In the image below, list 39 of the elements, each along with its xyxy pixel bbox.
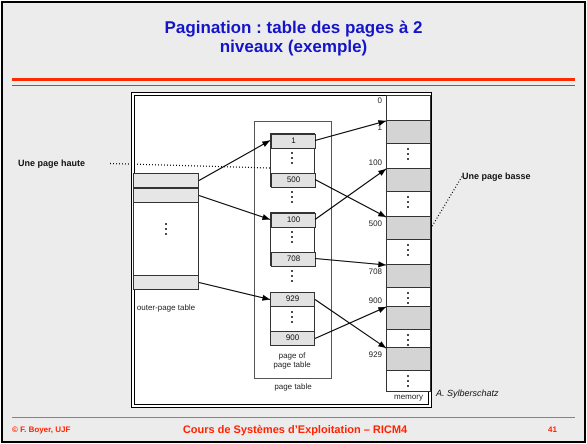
caption-text: outer-page table: [136, 302, 196, 314]
table-row: [133, 275, 199, 290]
address-label: 0: [376, 96, 382, 106]
address-label: 500: [368, 219, 382, 229]
slide-title: Pagination : table des pages à 2 niveaux (exemple): [164, 17, 424, 58]
entry-cell: 500: [271, 173, 316, 188]
entry-cell: 100: [271, 213, 316, 228]
leader-line: [430, 176, 463, 228]
address-label: 900: [368, 296, 382, 306]
arrow: [314, 306, 386, 339]
arrow: [314, 120, 386, 142]
arrow: [314, 168, 386, 220]
footer-author: © F. Boyer, UJF: [12, 425, 72, 436]
credit-text: A. Sylberschatz: [436, 388, 500, 400]
page-block: [270, 133, 315, 187]
arrow: [314, 258, 386, 268]
page-number: 41: [548, 425, 558, 436]
entry-cell: 900: [270, 331, 315, 346]
callout-text: Une page basse: [462, 170, 554, 183]
entry-cell: 1: [271, 134, 316, 149]
entry-cell: 708: [271, 252, 316, 267]
caption-text: page of page table: [272, 350, 312, 371]
arrow: [198, 194, 270, 220]
arrow: [314, 299, 386, 348]
footer-course-title: Cours de Systèmes d’Exploitation – RICM4: [182, 424, 408, 438]
address-label: 708: [368, 267, 382, 277]
arrow: [314, 179, 386, 218]
arrow: [198, 140, 270, 181]
table-row: [133, 188, 199, 203]
caption-text: page table: [273, 381, 313, 393]
address-label: 100: [368, 158, 382, 168]
arrow: [198, 282, 270, 301]
callout-text: Une page haute: [18, 157, 110, 170]
address-label: 929: [368, 350, 382, 360]
caption-text: memory: [393, 392, 424, 403]
table-row: [133, 173, 199, 188]
entry-cell: 929: [270, 292, 315, 307]
page-block: [270, 212, 315, 266]
leader-line: [110, 162, 270, 169]
